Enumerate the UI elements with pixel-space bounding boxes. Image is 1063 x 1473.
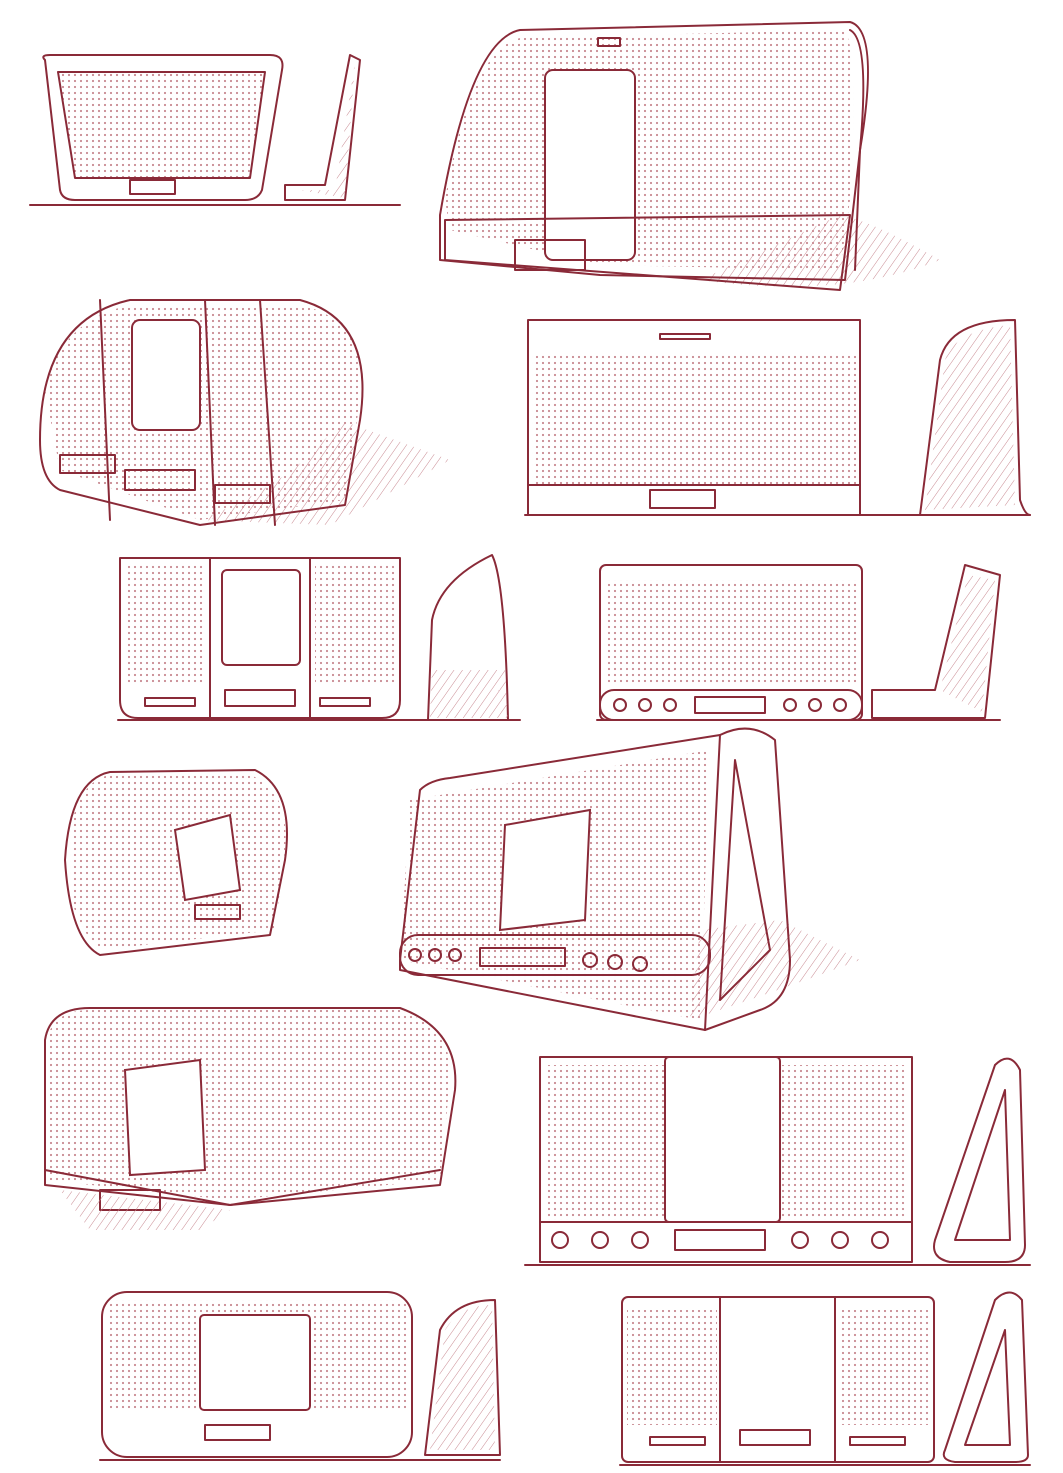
sketch-front-view-6 [99, 1291, 501, 1461]
sketch-perspective-3 [64, 769, 288, 956]
sketch-front-view-1 [29, 54, 401, 206]
sketch-front-view-7 [619, 1291, 1031, 1466]
sketch-perspective-4 [399, 727, 860, 1031]
sketch-perspective-1 [439, 21, 940, 291]
sketch-front-view-5 [524, 1056, 1031, 1266]
sketch-perspective-2 [39, 299, 450, 526]
sketch-perspective-5 [44, 1007, 457, 1230]
sketch-front-view-3 [117, 554, 521, 721]
sketch-front-view-2 [524, 319, 1031, 516]
sketch-front-view-4 [596, 564, 1001, 721]
